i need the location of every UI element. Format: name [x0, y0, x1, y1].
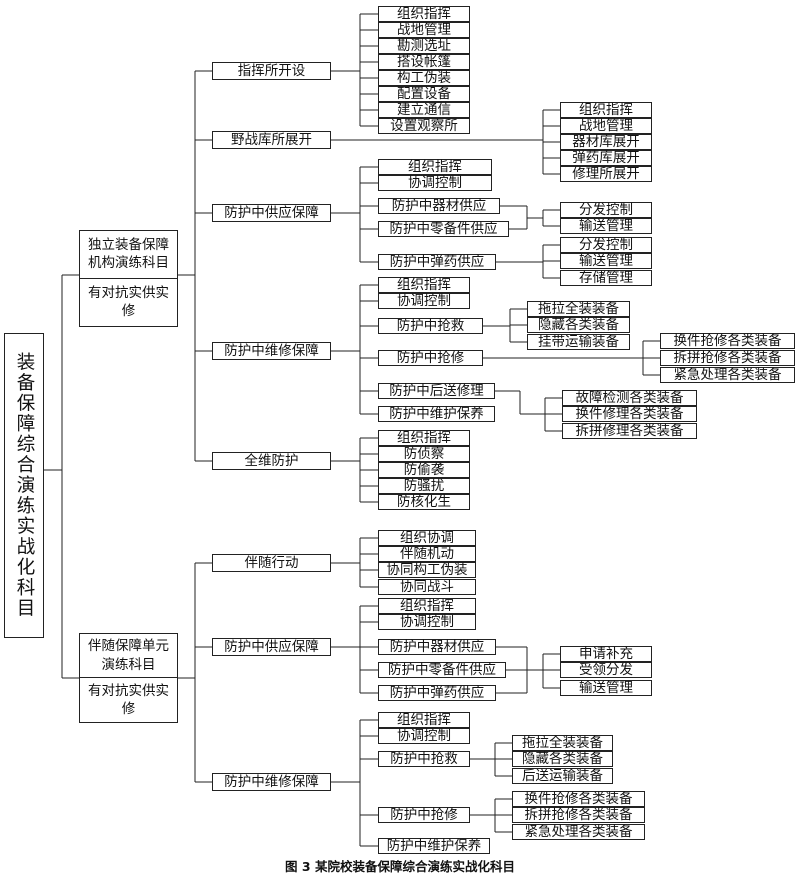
leaf-item: 协调控制	[378, 728, 470, 744]
section-all-dim-protection: 全维防护	[212, 452, 331, 470]
section-accompany-action: 伴随行动	[212, 554, 331, 572]
leaf-item: 输送管理	[560, 253, 652, 269]
leaf-item: 隐藏各类装备	[527, 317, 630, 333]
leaf-item: 协同战斗	[378, 579, 476, 595]
leaf-item: 防护中抢救	[378, 318, 483, 334]
group-subtitle: 有对抗实供实 修	[88, 682, 169, 717]
leaf-item: 防核化生	[378, 494, 470, 510]
figure-caption: 图 3 某院校装备保障综合演练实战化科目	[285, 859, 515, 874]
section-supply: 防护中供应保障	[212, 204, 331, 222]
leaf-item: 组织指挥	[378, 430, 470, 446]
leaf-item: 紧急处理各类装备	[660, 367, 795, 383]
leaf-item: 战地管理	[560, 118, 652, 134]
leaf-item: 设置观察所	[378, 118, 470, 134]
leaf-item: 防护中维护保养	[378, 838, 490, 854]
leaf-item: 拆拼抢修各类装备	[512, 807, 645, 823]
leaf-item: 分发控制	[560, 202, 652, 218]
leaf-item: 申请补充	[560, 646, 652, 662]
leaf-item: 搭设帐篷	[378, 54, 470, 70]
leaf-item: 输送管理	[560, 218, 652, 234]
leaf-item: 构工伪装	[378, 70, 470, 86]
group-accompanying: 伴随保障单元 演练科目 有对抗实供实 修	[79, 633, 178, 723]
leaf-item: 拆拼抢修各类装备	[660, 350, 795, 366]
leaf-item: 挂带运输装备	[527, 334, 630, 350]
leaf-item: 防护中抢修	[378, 807, 470, 823]
leaf-item: 防护中零备件供应	[378, 662, 506, 678]
leaf-item: 组织指挥	[378, 6, 470, 22]
leaf-item: 防护中零备件供应	[378, 221, 509, 237]
leaf-item: 勘测选址	[378, 38, 470, 54]
leaf-item: 器材库展开	[560, 134, 652, 150]
leaf-item: 防骚扰	[378, 478, 470, 494]
leaf-item: 配置设备	[378, 86, 470, 102]
leaf-item: 协调控制	[378, 175, 492, 191]
leaf-item: 故障检测各类装备	[562, 390, 697, 406]
leaf-item: 换件抢修各类装备	[660, 333, 795, 349]
leaf-item: 输送管理	[560, 680, 652, 696]
leaf-item: 协调控制	[378, 293, 470, 309]
section-command-post: 指挥所开设	[212, 62, 331, 80]
leaf-item: 分发控制	[560, 237, 652, 253]
leaf-item: 弹药库展开	[560, 150, 652, 166]
leaf-item: 组织指挥	[560, 102, 652, 118]
leaf-item: 受领分发	[560, 662, 652, 678]
section-supply: 防护中供应保障	[212, 638, 331, 656]
leaf-item: 防护中器材供应	[378, 639, 496, 655]
leaf-item: 协同构工伪装	[378, 562, 476, 578]
leaf-item: 拖拉全装装备	[512, 735, 613, 751]
leaf-item: 隐藏各类装备	[512, 751, 613, 767]
leaf-item: 防偷袭	[378, 462, 470, 478]
leaf-item: 协调控制	[378, 614, 476, 630]
leaf-item: 后送运输装备	[512, 768, 613, 784]
group-subtitle: 有对抗实供实 修	[88, 285, 169, 320]
leaf-item: 防护中维护保养	[378, 406, 495, 422]
leaf-item: 紧急处理各类装备	[512, 824, 645, 840]
section-maintenance: 防护中维修保障	[212, 342, 331, 360]
leaf-item: 存储管理	[560, 270, 652, 286]
group-independent: 独立装备保障 机构演练科目 有对抗实供实 修	[79, 230, 178, 327]
leaf-item: 防护中弹药供应	[378, 254, 496, 270]
leaf-item: 换件修理各类装备	[562, 406, 697, 422]
leaf-item: 防护中器材供应	[378, 198, 500, 214]
leaf-item: 拆拼修理各类装备	[562, 423, 697, 439]
section-maintenance: 防护中维修保障	[212, 773, 331, 791]
leaf-item: 战地管理	[378, 22, 470, 38]
leaf-item: 组织指挥	[378, 277, 470, 293]
group-title: 伴随保障单元 演练科目	[80, 634, 177, 678]
leaf-item: 防护中抢救	[378, 751, 470, 767]
leaf-item: 伴随机动	[378, 546, 476, 562]
leaf-item: 组织指挥	[378, 712, 470, 728]
root-node: 装备保障综合演练实战化科目	[4, 333, 44, 638]
leaf-item: 防侦察	[378, 446, 470, 462]
leaf-item: 拖拉全装装备	[527, 301, 630, 317]
leaf-item: 防护中抢修	[378, 350, 483, 366]
leaf-item: 修理所展开	[560, 166, 652, 182]
leaf-item: 组织协调	[378, 530, 476, 546]
section-field-depot: 野战库所展开	[212, 131, 331, 149]
leaf-item: 防护中后送修理	[378, 383, 495, 399]
leaf-item: 组织指挥	[378, 598, 476, 614]
leaf-item: 防护中弹药供应	[378, 685, 496, 701]
leaf-item: 建立通信	[378, 102, 470, 118]
group-title: 独立装备保障 机构演练科目	[80, 231, 177, 279]
leaf-item: 换件抢修各类装备	[512, 791, 645, 807]
leaf-item: 组织指挥	[378, 159, 492, 175]
